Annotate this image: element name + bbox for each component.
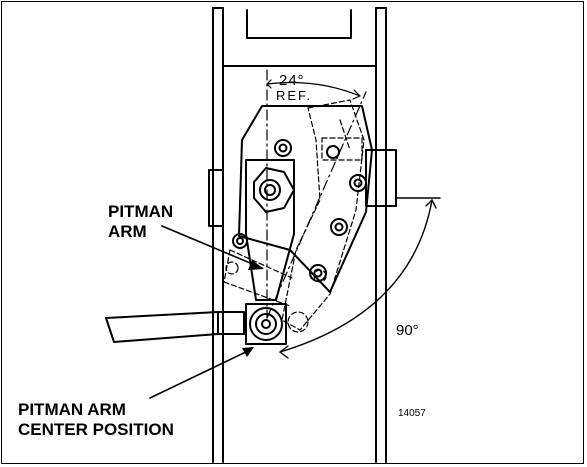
angle-90-arc <box>279 199 437 359</box>
center-position-label-line2: CENTER POSITION <box>18 420 174 439</box>
leader-arrowheads <box>242 260 264 357</box>
center-position-label: PITMAN ARM CENTER POSITION <box>18 400 174 440</box>
sector-shaft-nut <box>253 167 295 213</box>
angle-90-label: 90° <box>396 322 419 339</box>
pitman-arm-label-line2: ARM <box>108 222 147 241</box>
pitman-arm <box>245 159 295 301</box>
mounting-bolts <box>232 139 367 282</box>
leader-lines <box>149 225 263 399</box>
steering-gear-plate <box>208 105 441 293</box>
angle-24-label: 24° <box>279 72 305 89</box>
center-position-label-line1: PITMAN ARM <box>18 400 126 419</box>
drag-link <box>105 311 245 343</box>
angle-24-ref-label: REF. <box>276 88 313 103</box>
pitman-arm-label-line1: PITMAN <box>108 202 174 221</box>
figure-number: 14057 <box>398 408 426 419</box>
ball-stud <box>245 303 287 345</box>
frame-rail <box>212 7 387 463</box>
pitman-arm-label: PITMAN ARM <box>108 202 173 242</box>
